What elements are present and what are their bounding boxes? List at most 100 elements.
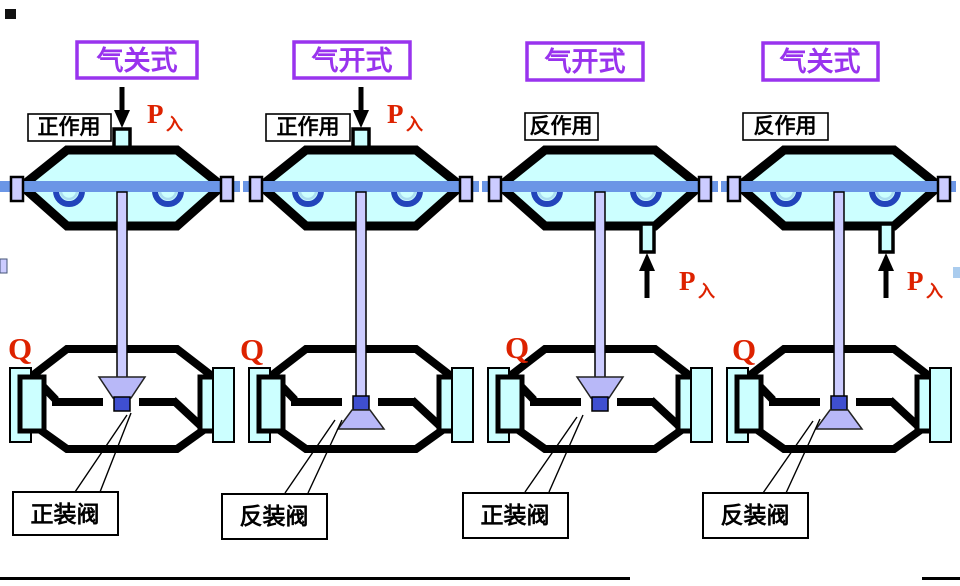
pressure-in-label: P [387,99,404,129]
spring-icon [53,190,85,207]
pressure-in-label: P [679,266,696,296]
flow-label: Q [240,332,264,367]
spring-inner [875,190,895,201]
flow-label: Q [732,332,756,367]
diaphragm-clamp-left [248,175,264,203]
bottom-rule-left [0,577,630,580]
spring-inner [397,190,417,201]
air-mode-label: 气关式 [96,46,178,76]
valve-plug [336,409,386,430]
seat-partition [648,397,683,430]
flange-outer-right [451,367,474,443]
air-mode-box [761,41,880,82]
valve-plug [97,376,147,399]
valve-seat-core [591,396,609,412]
air-mode-box [75,40,199,80]
air-mode-box [525,41,645,82]
action-type-box [265,113,351,142]
spring-inner [158,190,178,201]
mount-type-box [462,492,569,539]
valve-stem [116,191,128,380]
action-type-label: 反作用 [530,114,593,138]
callout-leader [284,419,336,494]
up-arrow-head-icon [639,253,655,271]
mount-type-label: 正装阀 [31,501,100,527]
flange-inner-left [495,374,525,434]
valve-unit-1: 气关式 P 入 正作用 Q 正装阀 [0,40,240,536]
diaphragm-plate [243,181,479,192]
mount-type-box [221,493,328,540]
valve-unit-3: 气开式 反作用 P 入 Q 正装阀 [462,41,718,539]
valve-plug [575,376,625,399]
air-mode-label: 气开式 [311,46,393,76]
pressure-in-subscript: 入 [698,282,715,301]
air-port-bottom [639,222,656,254]
left-edge-fragment [0,258,8,274]
valve-seat-core [352,395,370,411]
valve-seat-core [113,396,131,412]
spring-icon [292,190,324,207]
callout-leader [74,414,128,493]
flow-label: Q [8,331,32,366]
flange-inner-left [256,374,286,434]
diaphragm-plate [482,181,718,192]
pressure-in-subscript: 入 [926,282,943,301]
spring-inner [59,190,79,201]
air-mode-label: 气开式 [544,47,626,77]
spring-inner [537,190,557,201]
valve-unit-2: 气开式 P 入 正作用 Q 反装阀 [221,40,479,540]
spring-icon [869,190,901,207]
valve-stem [594,191,606,380]
air-port-bottom [878,222,895,254]
right-edge-fragment [953,267,960,278]
spring-icon [531,190,563,207]
spring-inner [636,190,656,201]
action-type-label: 正作用 [277,115,340,139]
callout-leader [785,418,821,494]
pressure-in-subscript: 入 [166,115,183,134]
spring-inner [298,190,318,201]
callout-leader [524,416,578,493]
callout-leader [307,419,343,494]
seat-partition [409,397,444,430]
flow-label: Q [505,330,529,365]
valve-stem [355,191,367,398]
valve-unit-4: 气关式 反作用 P 入 Q 反装阀 [702,41,956,539]
down-arrow-head-icon [114,110,130,128]
pressure-in-label: P [147,99,164,129]
bottom-rule-right [922,577,960,580]
diaphragm-clamp-right [697,175,713,203]
callout-leader [99,412,132,493]
action-type-box [524,112,599,141]
diaphragm-clamp-right [458,175,474,203]
diaphragm-clamp-right [936,175,952,203]
seat-partition [170,397,205,430]
action-type-box [27,113,112,142]
flange-outer-right [690,367,713,443]
spring-icon [770,190,802,207]
diaphragm-clamp-left [487,175,503,203]
valve-seat-core [830,395,848,411]
spring-icon [152,190,184,207]
diaphragm-clamp-left [726,175,742,203]
diaphragm-plate [721,181,956,192]
air-mode-box [292,40,412,80]
diaphragm-clamp-left [9,175,25,203]
mount-type-label: 反装阀 [721,502,790,528]
up-arrow-head-icon [878,253,894,271]
air-mode-label: 气关式 [779,47,861,77]
down-arrow-head-icon [353,110,369,128]
spring-icon [391,190,423,207]
flange-outer-right [929,367,952,443]
action-type-box [742,112,829,141]
pressure-in-label: P [907,266,924,296]
mount-type-label: 正装阀 [481,502,550,528]
mount-type-box [12,491,119,536]
mount-type-label: 反装阀 [240,503,309,529]
flange-outer-right [212,367,235,443]
diaphragm-plate [0,181,240,192]
spring-inner [776,190,796,201]
valve-plug [814,409,864,430]
flange-inner-left [17,374,47,434]
callout-leader [762,420,814,494]
